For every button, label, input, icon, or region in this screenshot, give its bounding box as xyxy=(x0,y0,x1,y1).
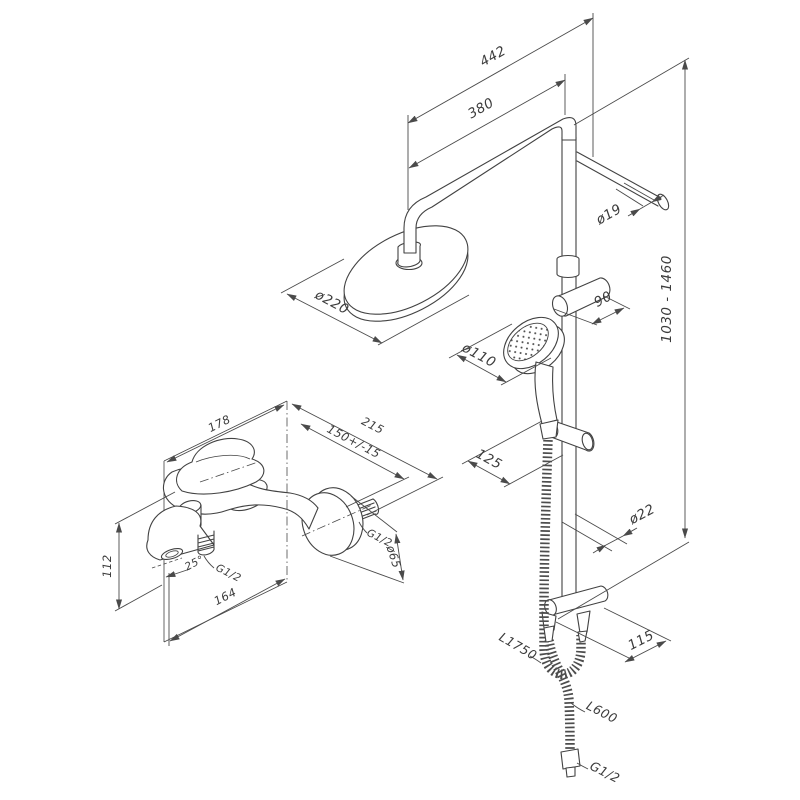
hand-shower xyxy=(503,316,565,440)
hose-nut-top xyxy=(539,419,559,440)
dim-mixer-width-bottom-label: 164 xyxy=(212,585,239,608)
column-wall-holder xyxy=(551,277,611,317)
escutcheon-centerline xyxy=(301,504,373,537)
label-supply-hose-length: L600 xyxy=(570,698,620,726)
dim-wall-bracket-offset: 90 xyxy=(553,288,631,326)
label-supply-hose-thread: G1/2 xyxy=(576,758,623,786)
hand-shower-handle xyxy=(534,361,558,425)
dim-arm-reach-label: 380 xyxy=(465,95,497,122)
hose-end-nut xyxy=(560,748,581,770)
dim-mixer-height-label: 112 xyxy=(100,554,114,577)
hose-nut-left-port xyxy=(543,625,555,643)
dim-arm-reach-wall-label: 442 xyxy=(477,43,509,70)
dim-wall-bracket-offset-label: 90 xyxy=(591,288,615,311)
dim-rail-diameter-label: ø22 xyxy=(626,501,658,528)
bracket-center-port xyxy=(576,610,591,634)
outlet-port xyxy=(197,530,215,556)
dim-column-height-label: 1030 - 1460 xyxy=(659,255,675,343)
shower-hose-L1750 xyxy=(539,439,586,679)
dim-hand-shower-offset-label: 125 xyxy=(473,446,505,473)
wall-support-bar xyxy=(576,151,670,211)
wall-nipple xyxy=(354,498,380,522)
supply-hose-length-label: L600 xyxy=(584,698,620,726)
dim-pipe-diameter-label: ø19 xyxy=(592,201,624,229)
shower-hose-length-label: L1750 xyxy=(497,629,540,663)
dim-arm-reach: 380 xyxy=(408,74,566,169)
shower-column-pipe xyxy=(561,136,577,597)
spout-outlet-thread-label: G1/2 xyxy=(214,562,244,585)
bath-spout xyxy=(146,505,215,561)
dim-mixer-depth-label: 215 xyxy=(359,414,386,437)
dim-spout-angle-label: 25° xyxy=(183,553,206,573)
spray-face xyxy=(507,322,549,362)
column-sleeve xyxy=(556,254,580,279)
label-shower-hose-length: L1750 xyxy=(497,629,542,664)
supply-hose-L600 xyxy=(544,639,581,778)
label-spout-outlet-thread: G1/2 xyxy=(203,555,244,585)
dim-escutcheon-diameter-label: ø65 xyxy=(383,543,404,570)
dim-column-height: 1030 - 1460 xyxy=(557,57,690,620)
dim-mixer-height: 112 xyxy=(100,491,176,612)
dim-mixer-width-bottom: 164 xyxy=(168,573,286,646)
supply-hose-thread-label: G1/2 xyxy=(587,758,622,786)
dim-hose-offset-label: 115 xyxy=(625,627,657,654)
dim-hose-offset: 115 xyxy=(555,607,672,663)
